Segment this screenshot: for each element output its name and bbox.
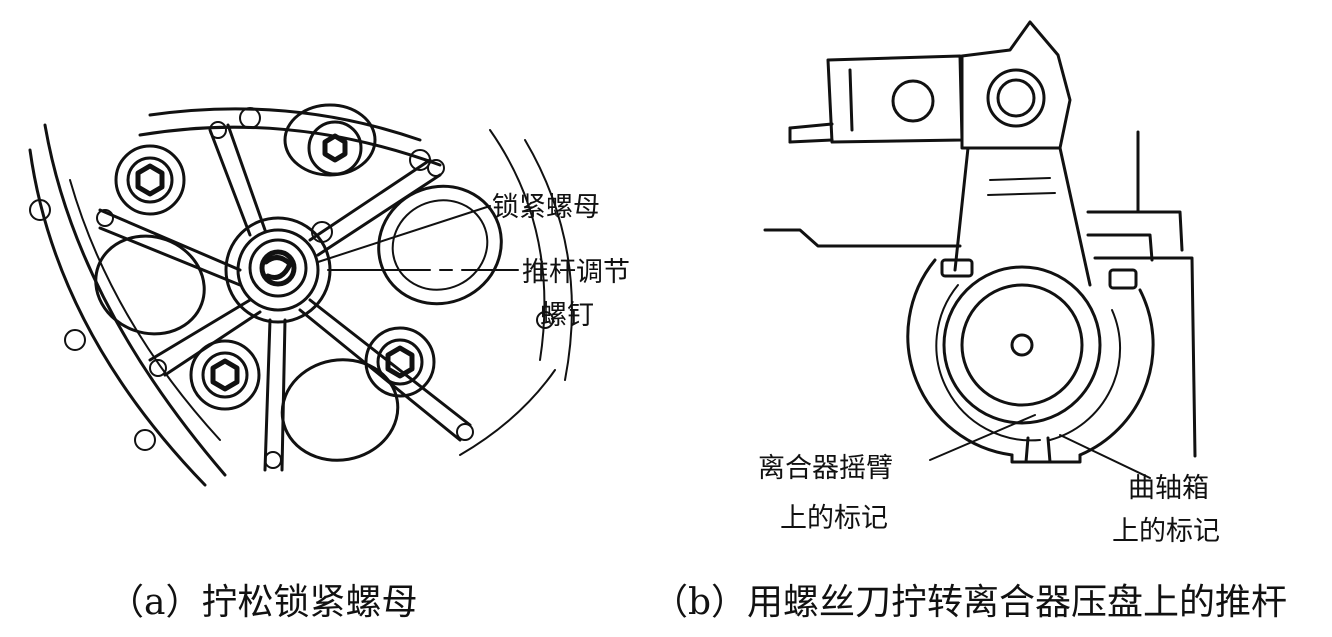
- label-pushrod-adjust-line1: 推杆调节: [522, 257, 630, 288]
- label-crankcase-mark-line2: 上的标记: [1112, 516, 1220, 547]
- label-pushrod-adjust-line2: 螺钉: [540, 300, 594, 331]
- caption-b: （b）用螺丝刀拧转离合器压盘上的推杆: [652, 582, 1287, 623]
- figure-b-drawing: [763, 20, 1197, 464]
- figure-b-leaders: [929, 414, 1151, 479]
- figure-a-leaders: [317, 205, 519, 271]
- figure-a-drawing: [28, 103, 573, 487]
- caption-a: （a）拧松锁紧螺母: [108, 582, 417, 623]
- label-clutch-arm-mark-line1: 离合器摇臂: [758, 453, 893, 484]
- label-lock-nut: 锁紧螺母: [492, 192, 600, 223]
- label-clutch-arm-mark-line2: 上的标记: [780, 503, 888, 534]
- label-crankcase-mark-line1: 曲轴箱: [1128, 473, 1209, 504]
